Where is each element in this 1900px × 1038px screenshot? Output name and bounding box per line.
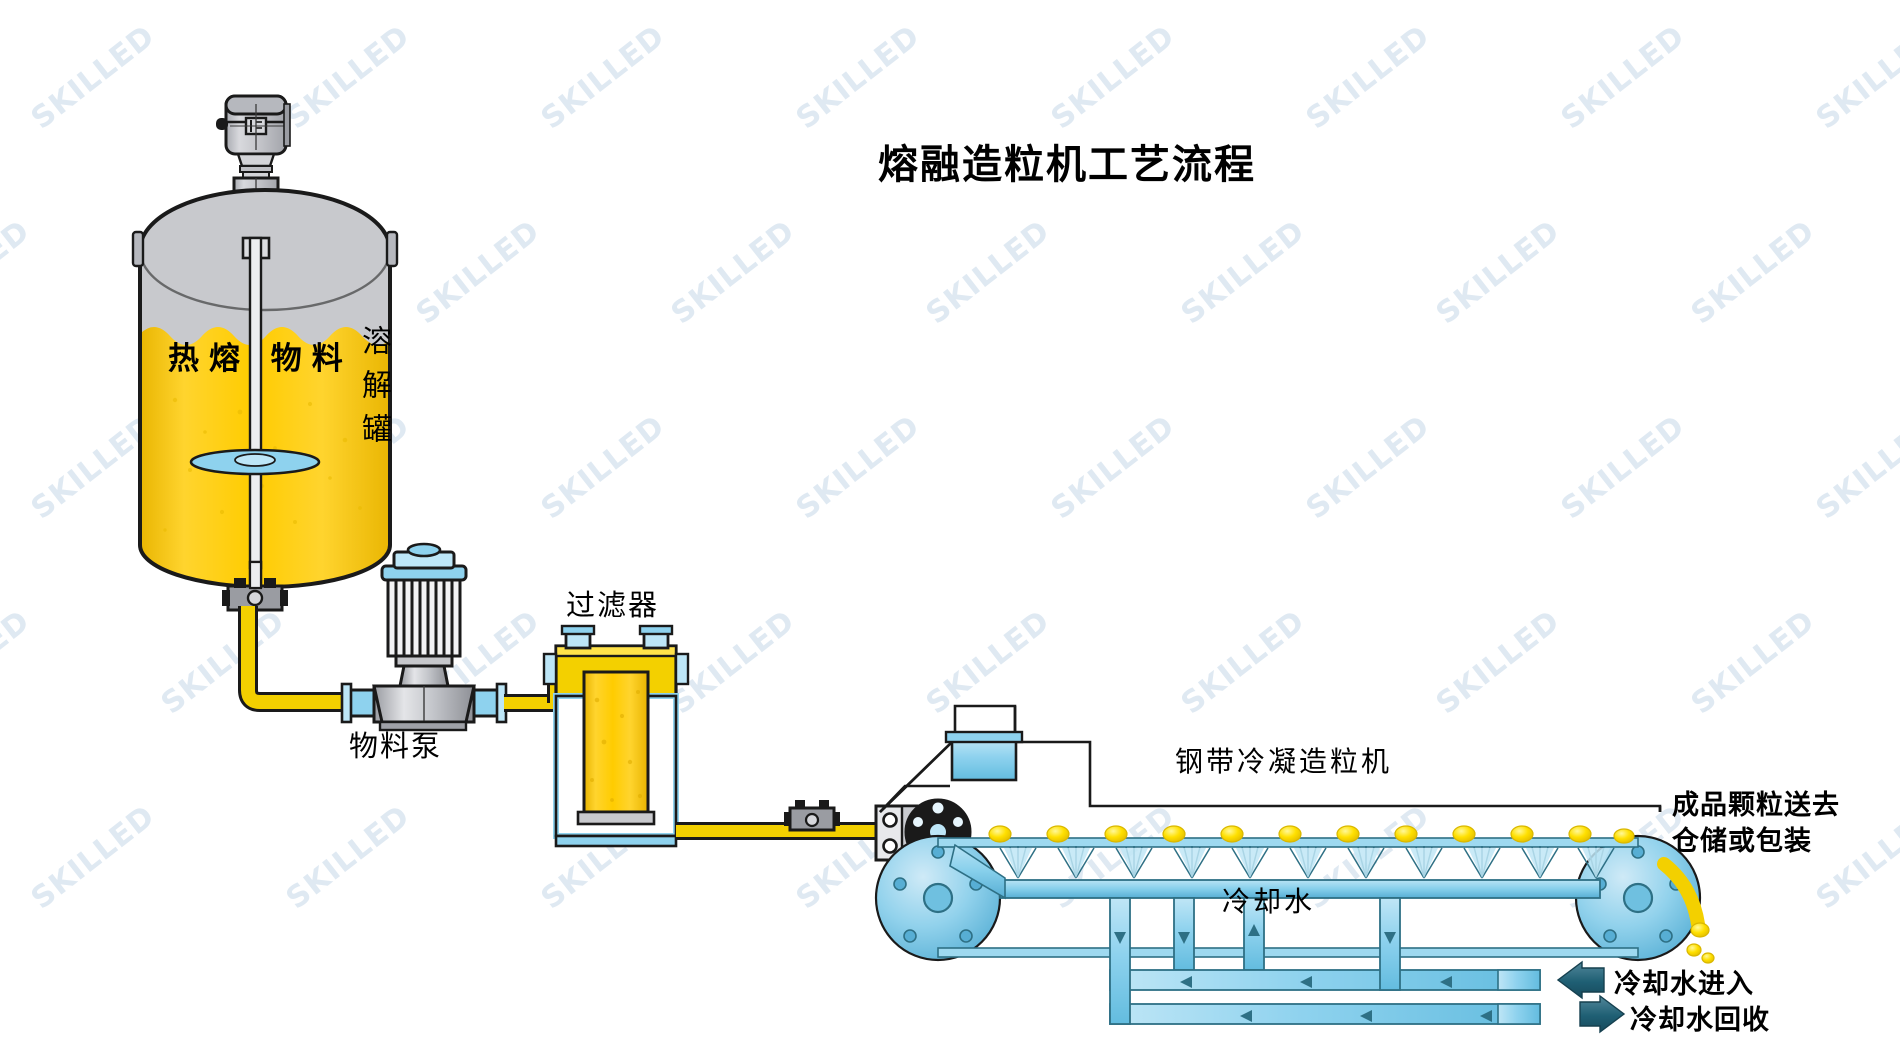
product-outlet-line-2: 仓储或包装 [1672,825,1812,857]
melt-pipe-tank-to-pump [238,606,348,712]
cooling-water-return-label: 冷却水回收 [1630,1005,1770,1036]
dissolving-tank-label: 溶解罐 [356,325,391,457]
filter-unit [542,624,690,848]
steel-belt-cooler [874,825,1715,964]
cooling-water-return-arrow [1497,994,1626,1034]
cooling-water-in-arrow [1497,960,1605,1000]
product-outlet-line-1: 成品颗粒送去 [1672,790,1840,821]
page-title: 熔融造粒机工艺流程 [878,141,1256,188]
spray-nozzle-group [999,846,1615,879]
cooling-water-in-label: 冷却水进入 [1614,969,1754,1000]
inline-valve [784,800,840,832]
belt-hood [879,704,1662,813]
cooling-water-piping [1109,897,1541,1025]
filter-label: 过滤器 [566,588,660,622]
cooling-water-label: 冷却水 [1222,885,1316,918]
melt-pipe-filter-to-former [676,800,876,840]
granulator-label: 钢带冷凝造粒机 [1175,745,1393,778]
material-pump-label: 物料泵 [349,729,443,763]
product-discharge [1657,857,1715,964]
product-outlet-label: 成品颗粒送去 仓储或包装 [1672,788,1840,859]
tank-contents-label: 热熔 物料 [168,341,353,377]
dissolving-tank [131,188,399,604]
drop-former [874,798,972,866]
material-pump [340,542,508,732]
droplet-group [988,825,1635,844]
